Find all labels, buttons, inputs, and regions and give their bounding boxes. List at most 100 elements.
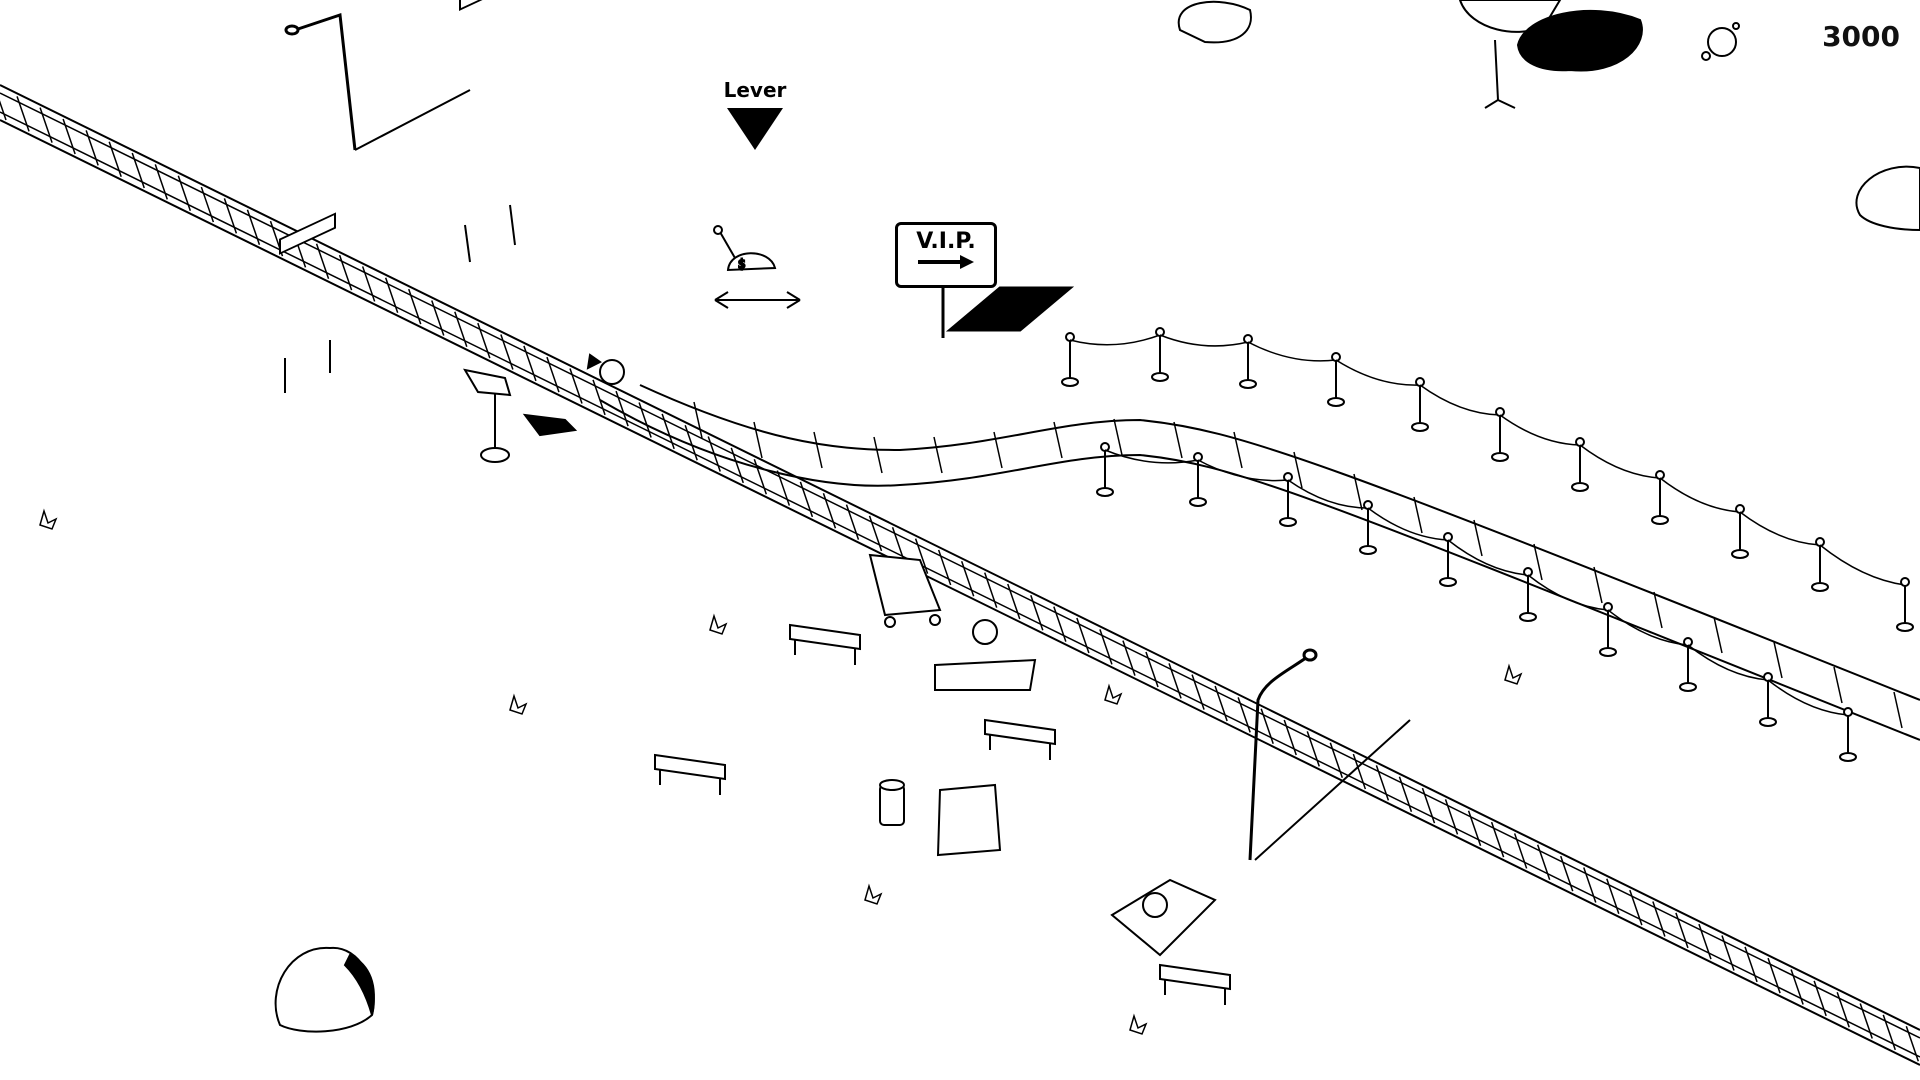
grass-tuft — [1104, 683, 1123, 705]
railway-tie — [1513, 833, 1528, 869]
branch-tie — [1593, 566, 1603, 604]
barrier-knob — [1100, 442, 1110, 452]
branch-tie — [813, 431, 823, 469]
railway-tie — [638, 402, 652, 438]
barrier-base — [1599, 647, 1617, 657]
branch-tie — [1173, 421, 1183, 459]
barrier-base — [1759, 717, 1777, 727]
barrier-rope — [1104, 449, 1199, 464]
railway-tie — [1606, 878, 1620, 915]
barrier-knob — [1603, 602, 1613, 612]
railway-tie — [1652, 901, 1666, 937]
barrier-rope — [1447, 539, 1529, 576]
barrier-rope — [1287, 479, 1369, 509]
branch-tie — [933, 436, 943, 474]
benches — [654, 623, 1231, 1005]
branch-tie — [1413, 496, 1423, 534]
barrier-base — [1896, 622, 1914, 632]
bush-bottom-left — [274, 946, 375, 1033]
railway-tie — [154, 164, 168, 200]
railway-tie — [984, 572, 998, 608]
barrier-knob — [1193, 452, 1203, 462]
barrier-rope — [1767, 679, 1849, 716]
barrier-rope — [1247, 341, 1337, 362]
railway-tie — [223, 198, 238, 234]
railway-tie — [1099, 629, 1113, 665]
railway-tie — [937, 549, 952, 586]
branch-tie — [1353, 473, 1363, 511]
lying-person — [1110, 878, 1217, 957]
barrier-base — [1189, 497, 1207, 507]
railway-tie — [845, 504, 860, 540]
branch-tie — [1893, 691, 1903, 729]
railway-tie — [454, 311, 468, 348]
railway-tie — [615, 390, 629, 427]
barrier-knob — [1331, 352, 1341, 362]
score-counter: 3000 — [1822, 20, 1900, 53]
railway-tie — [569, 368, 583, 404]
branch-tie — [1293, 451, 1303, 489]
barrier-rope — [1069, 334, 1161, 346]
barrier-rope — [1367, 507, 1449, 541]
barrier-rope — [1499, 414, 1581, 446]
branch-tie — [693, 401, 703, 439]
railway-tie — [1306, 731, 1320, 767]
railway-tie — [1767, 957, 1781, 994]
barrier-knob — [1815, 537, 1825, 547]
branch-tie — [753, 421, 763, 459]
railway-tie — [1467, 810, 1482, 847]
barrier-knob — [1065, 332, 1075, 342]
barrier-knob — [1655, 470, 1665, 480]
grass-tuft — [1129, 1013, 1148, 1035]
railway-tie — [684, 424, 698, 461]
barrier-base — [1651, 515, 1669, 525]
barrier-rope — [1419, 384, 1501, 416]
railway-tie — [1813, 980, 1827, 1017]
barrier-base — [1519, 612, 1537, 622]
railway-tie — [0, 100, 7, 121]
railway-tie — [39, 107, 53, 143]
barrier-knob — [1523, 567, 1533, 577]
railway-tie — [1076, 617, 1090, 654]
street-lamp-middle — [1248, 648, 1411, 861]
mattress — [936, 783, 1002, 857]
barrier-base — [1279, 517, 1297, 527]
railway-tie — [1168, 663, 1182, 699]
railway-tie — [1260, 708, 1274, 744]
branch-tie — [1053, 421, 1063, 459]
railway-tie — [799, 481, 814, 518]
barrier-rope — [1659, 477, 1741, 513]
barrier-knob — [1763, 672, 1773, 682]
railway-tie — [384, 277, 399, 314]
barrier-knob — [1155, 327, 1165, 337]
barrier-base — [1811, 582, 1829, 592]
barrier-rope — [1687, 644, 1769, 681]
railway-tie — [1629, 889, 1643, 926]
railway-tie — [546, 356, 560, 393]
branch-ties — [693, 401, 1903, 729]
lever-object[interactable]: $ — [713, 225, 801, 309]
barrier-knob — [1283, 472, 1293, 482]
down-arrow-icon — [727, 108, 783, 150]
railway-tie — [1721, 935, 1735, 971]
barrier-rope — [1607, 609, 1689, 646]
street-lamp-top — [284, 12, 471, 151]
vip-sign: V.I.P. — [895, 222, 997, 288]
railway-tie — [1882, 1014, 1896, 1051]
railway-tie — [361, 266, 376, 302]
branch-tie — [1113, 418, 1123, 456]
barrier-rope — [1579, 444, 1661, 479]
railway-tie — [1214, 685, 1228, 722]
barrier-knob — [1735, 504, 1745, 514]
branch-tie — [873, 436, 883, 474]
railway-tie — [1053, 606, 1067, 642]
railway-tie — [1536, 844, 1551, 881]
grass-tuft — [709, 613, 728, 635]
railway-tie — [1421, 787, 1436, 824]
switch-signpost — [462, 368, 578, 463]
barrier-rope — [1335, 359, 1421, 386]
railway-tie — [661, 413, 675, 450]
barricade-1 — [459, 0, 521, 263]
barrier-knob — [1683, 637, 1693, 647]
